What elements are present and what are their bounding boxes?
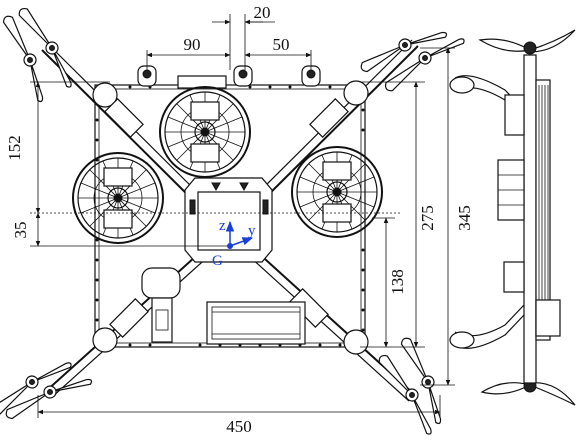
- wheel-right: [291, 146, 383, 238]
- y-label: y: [248, 223, 256, 239]
- dim-345: 345: [455, 205, 474, 231]
- dim-90: 90: [184, 35, 201, 54]
- drone-frame: [0, 5, 466, 440]
- dimensions: 90 50 20 152 35 275 138 345: [5, 3, 474, 436]
- dim-35: 35: [11, 222, 30, 239]
- gripper: [141, 267, 181, 343]
- dim-20: 20: [254, 3, 271, 22]
- propeller-top-left: [1, 5, 92, 89]
- wheel-top: [159, 86, 251, 178]
- dim-138: 138: [388, 269, 407, 295]
- origin-label: G: [212, 253, 223, 269]
- origin-point: [227, 243, 233, 249]
- side-view: [449, 29, 576, 406]
- wheel-left: [72, 152, 164, 244]
- dim-50: 50: [273, 35, 290, 54]
- dim-152: 152: [5, 135, 24, 161]
- arm-top-right: [254, 45, 419, 209]
- dim-450: 450: [226, 417, 252, 436]
- y-axis: [229, 237, 253, 247]
- top-rollers: [137, 65, 321, 89]
- dim-275: 275: [418, 205, 437, 231]
- coordinate-axes: z y G: [212, 218, 256, 269]
- battery-box: [206, 301, 306, 345]
- center-plate: [184, 177, 273, 263]
- z-label: z: [219, 218, 226, 234]
